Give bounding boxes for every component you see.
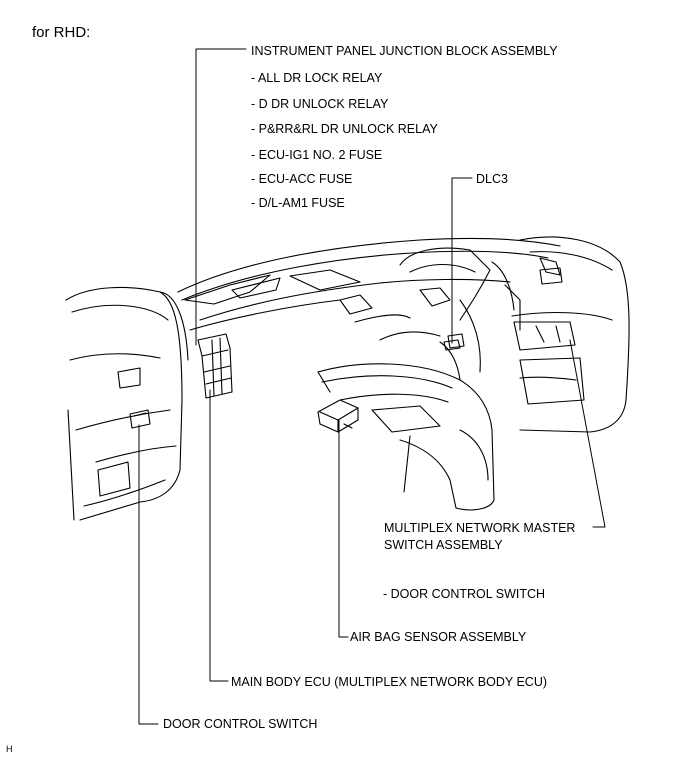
label-master-switch-sub: - DOOR CONTROL SWITCH: [383, 587, 546, 601]
junction-item: - ECU-IG1 NO. 2 FUSE: [251, 148, 383, 162]
left-door-outline: [65, 286, 189, 521]
leader-door-control-switch: [138, 424, 159, 725]
leader-junction-block: [195, 48, 247, 346]
leader-main-body-ecu: [209, 389, 229, 682]
leader-dlc3: [451, 177, 473, 344]
leader-master-switch: [569, 339, 606, 528]
label-airbag-sensor: AIR BAG SENSOR ASSEMBLY: [350, 630, 527, 644]
junction-item: - ECU-ACC FUSE: [251, 172, 353, 186]
label-master-switch-line2: SWITCH ASSEMBLY: [384, 538, 503, 552]
junction-item: - ALL DR LOCK RELAY: [251, 71, 383, 85]
label-dlc3: DLC3: [476, 172, 508, 186]
page-title: for RHD:: [32, 24, 91, 41]
junction-item: - D/L-AM1 FUSE: [251, 196, 345, 210]
center-console-outline: [317, 363, 495, 511]
right-door-outline: [511, 236, 630, 433]
left-door-switch-drawing: [129, 409, 151, 429]
airbag-sensor-drawing: [317, 399, 359, 433]
junction-item: - P&RR&RL DR UNLOCK RELAY: [251, 122, 438, 136]
label-main-body-ecu: MAIN BODY ECU (MULTIPLEX NETWORK BODY EC…: [231, 675, 548, 689]
figure-code: H: [6, 744, 13, 754]
leader-airbag-sensor: [338, 419, 349, 638]
label-door-control-switch: DOOR CONTROL SWITCH: [163, 717, 318, 731]
dlc3-drawing: [443, 339, 461, 351]
junction-item: - D DR UNLOCK RELAY: [251, 97, 389, 111]
leader-lines: [138, 48, 606, 725]
label-master-switch-line1: MULTIPLEX NETWORK MASTER: [384, 521, 576, 535]
label-junction-block: INSTRUMENT PANEL JUNCTION BLOCK ASSEMBLY: [251, 44, 558, 58]
junction-block-drawing: [197, 333, 233, 399]
dashboard-outline: [177, 237, 561, 381]
